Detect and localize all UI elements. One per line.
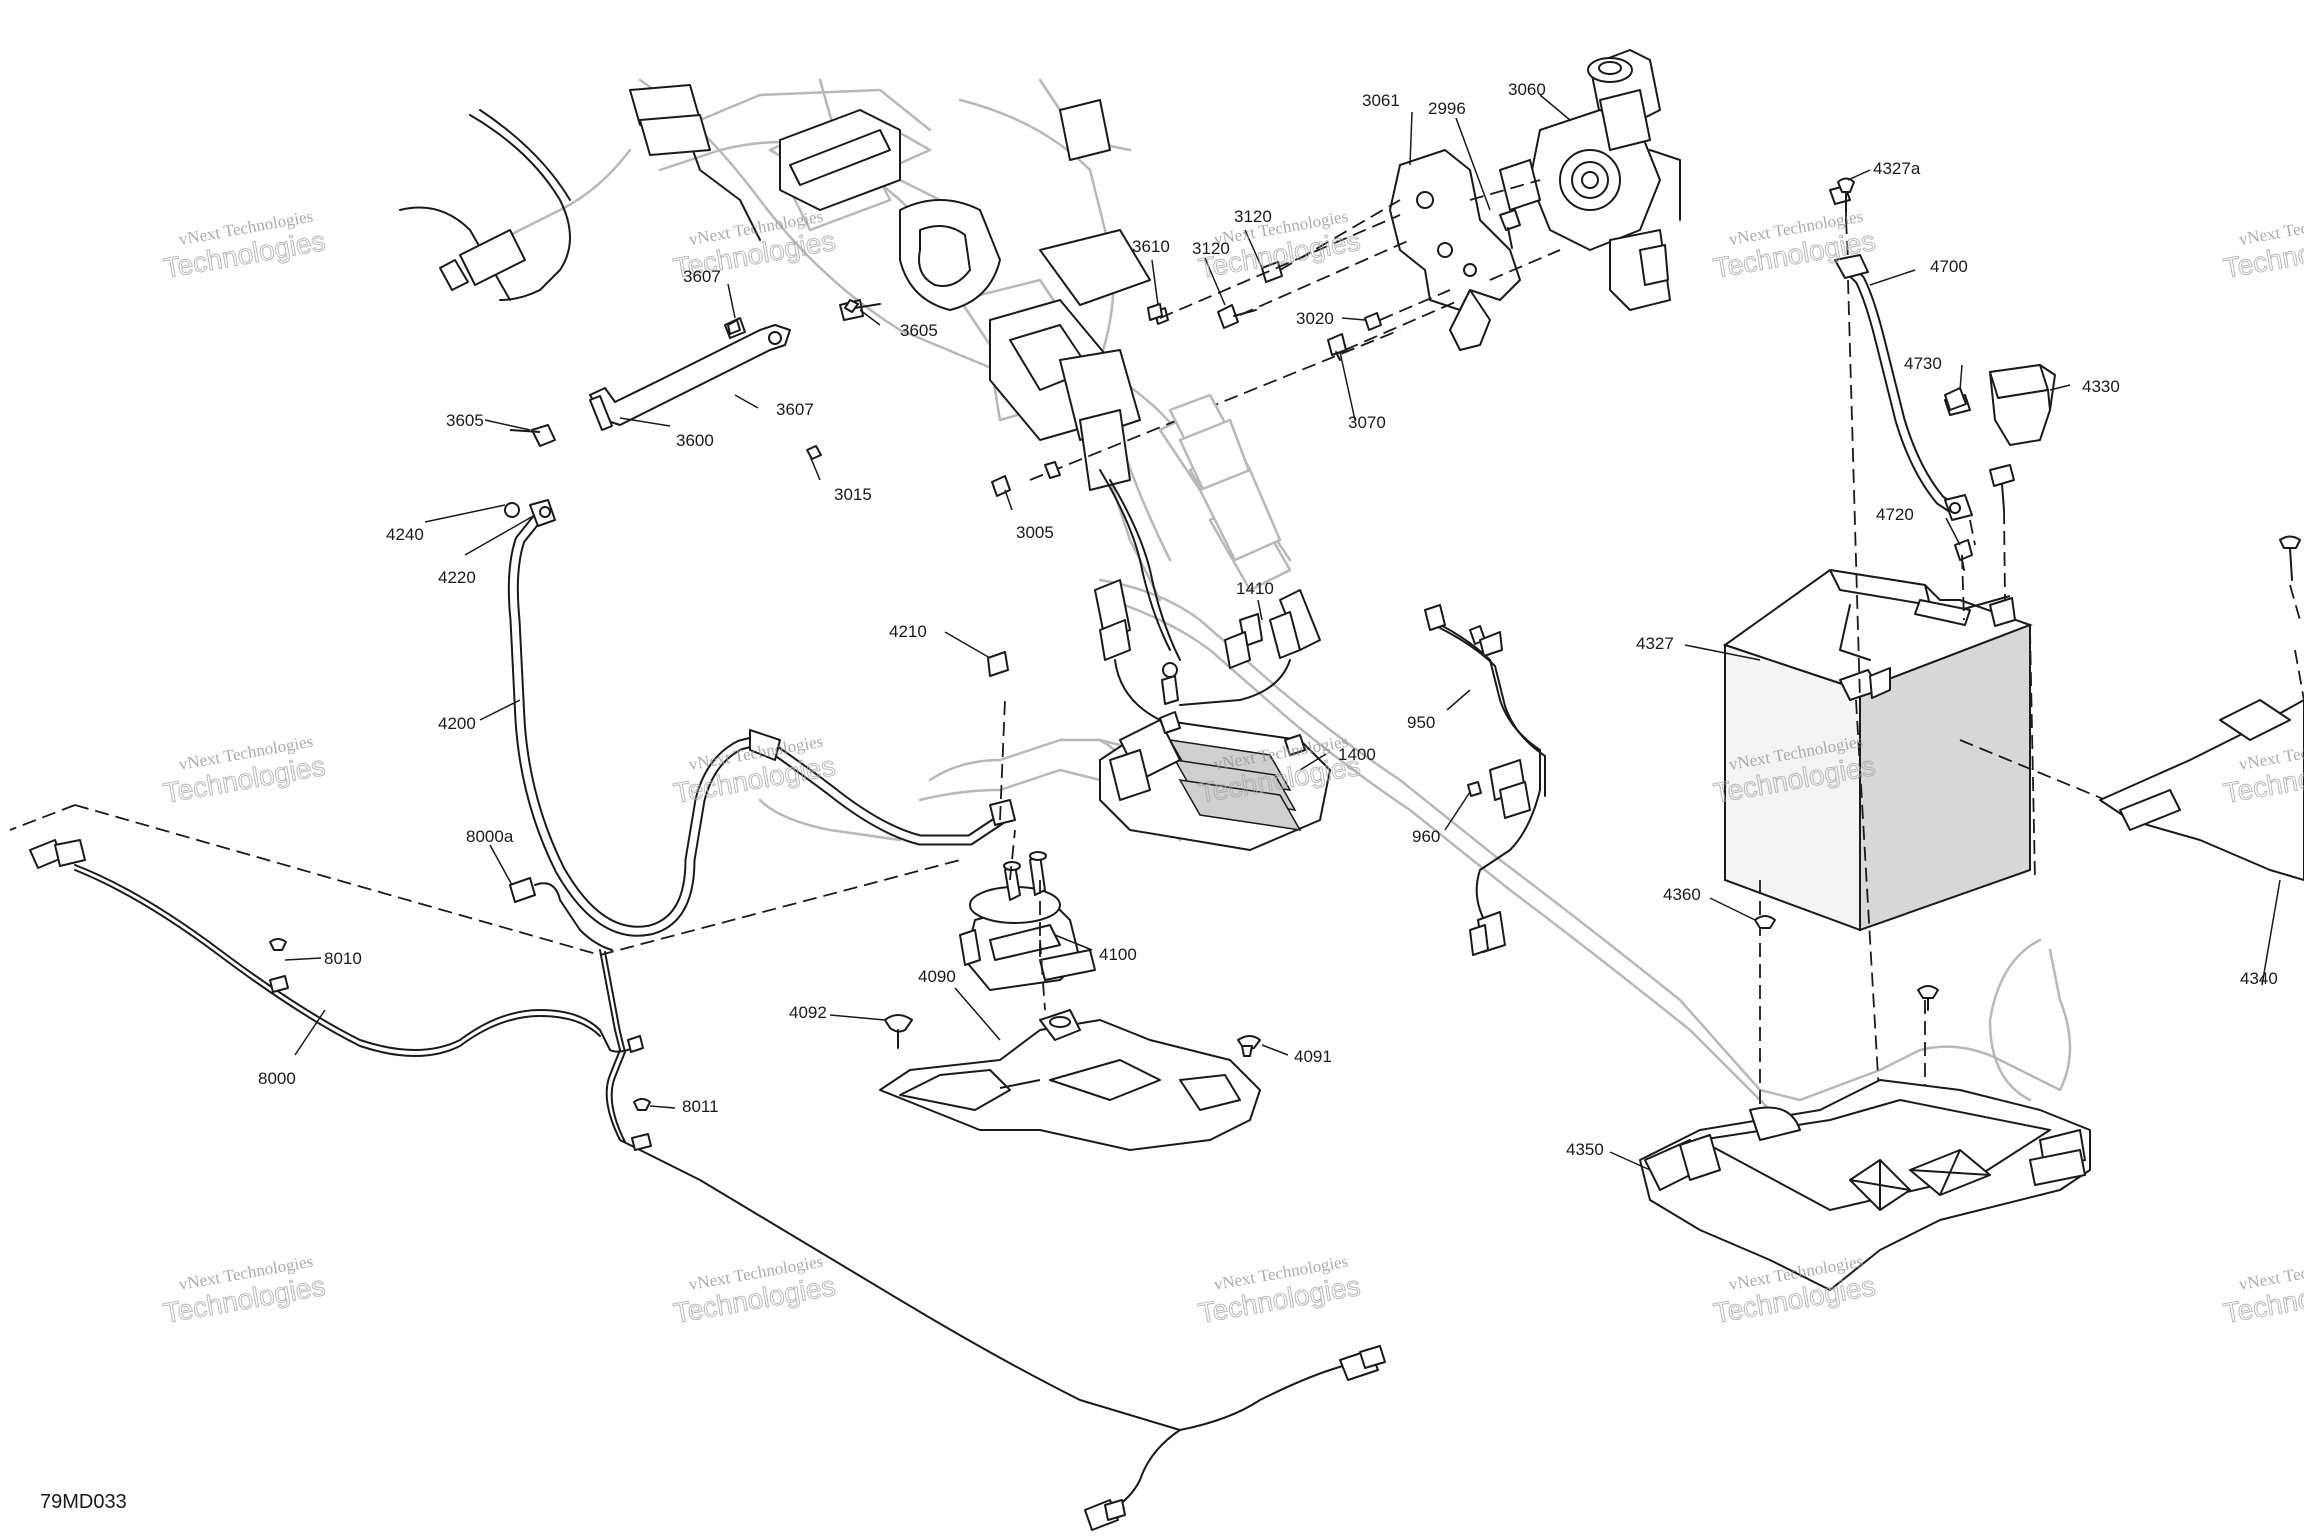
watermark: vNext Technologies Technologies bbox=[2221, 1252, 2304, 1330]
watermark: vNext Technologies Technologies bbox=[1196, 732, 1363, 810]
positive-cable-4200 bbox=[504, 499, 1016, 937]
callout-4210: 4210 bbox=[889, 622, 927, 641]
callout-3061: 3061 bbox=[1362, 91, 1400, 110]
solenoid-4100 bbox=[959, 851, 1096, 991]
callout-4350: 4350 bbox=[1566, 1140, 1604, 1159]
callout-8011: 8011 bbox=[682, 1097, 719, 1116]
callout-3610: 3610 bbox=[1132, 237, 1170, 256]
watermark: vNext Technologies Technologies bbox=[161, 207, 328, 285]
callout-4092: 4092 bbox=[789, 1003, 827, 1022]
battery-4327 bbox=[1722, 568, 2131, 1111]
callout-4090: 4090 bbox=[918, 967, 956, 986]
watermark: vNext Technologies Technologies bbox=[1196, 1252, 1363, 1330]
watermark: vNext Technologies Technologies bbox=[161, 1252, 328, 1330]
watermark: vNext Technologies Technologies bbox=[671, 732, 838, 810]
callout-4327a: 4327a bbox=[1873, 159, 1921, 178]
callout-4340: 4340 bbox=[2240, 969, 2278, 988]
battery-cable-4700 bbox=[1759, 177, 2036, 1185]
callout-4091: 4091 bbox=[1294, 1047, 1332, 1066]
callout-4730: 4730 bbox=[1904, 354, 1942, 373]
ground-strap-3600 bbox=[509, 299, 1163, 497]
callout-8000a: 8000a bbox=[466, 827, 514, 846]
harness-8000 bbox=[9, 804, 1386, 1531]
callout-3020: 3020 bbox=[1296, 309, 1334, 328]
callout-950: 950 bbox=[1407, 713, 1435, 732]
watermark: vNext Technologies Technologies bbox=[671, 1252, 838, 1330]
steering-assembly bbox=[1029, 49, 1681, 481]
callout-3607: 3607 bbox=[776, 400, 814, 419]
watermark: vNext Technologies Technologies bbox=[2221, 207, 2304, 285]
callout-3120: 3120 bbox=[1234, 207, 1272, 226]
callout-3015: 3015 bbox=[834, 485, 872, 504]
callout-4200: 4200 bbox=[438, 714, 476, 733]
terminal-cap-4330 bbox=[1989, 364, 2056, 446]
callout-3070: 3070 bbox=[1348, 413, 1386, 432]
diagram-code: 79MD033 bbox=[40, 1491, 127, 1513]
callout-3060: 3060 bbox=[1508, 80, 1546, 99]
leader-lines bbox=[284, 94, 2281, 1171]
callout-1410: 1410 bbox=[1236, 579, 1274, 598]
callout-3605: 3605 bbox=[446, 411, 484, 430]
callout-3120: 3120 bbox=[1192, 239, 1230, 258]
callout-4330: 4330 bbox=[2082, 377, 2120, 396]
callout-960: 960 bbox=[1412, 827, 1440, 846]
callout-4360: 4360 bbox=[1663, 885, 1701, 904]
callout-8010: 8010 bbox=[324, 949, 362, 968]
bracket-4340 bbox=[2099, 535, 2304, 881]
callout-4240: 4240 bbox=[386, 525, 424, 544]
battery-tray-4350 bbox=[1639, 915, 2091, 1291]
callout-3005: 3005 bbox=[1016, 523, 1054, 542]
callout-4100: 4100 bbox=[1099, 945, 1137, 964]
callout-3600: 3600 bbox=[676, 431, 714, 450]
callout-4700: 4700 bbox=[1930, 257, 1968, 276]
callout-1400: 1400 bbox=[1338, 745, 1376, 764]
harness-950 bbox=[1424, 604, 1546, 956]
watermark: vNext Technologies Technologies bbox=[161, 732, 328, 810]
callout-4327: 4327 bbox=[1636, 634, 1674, 653]
callout-4220: 4220 bbox=[438, 568, 476, 587]
callout-3605: 3605 bbox=[900, 321, 938, 340]
callout-2996: 2996 bbox=[1428, 99, 1466, 118]
regulator-1400 bbox=[1094, 579, 1331, 851]
fuse-block bbox=[1168, 393, 1282, 562]
callout-labels: 3061 2996 3060 4327a 3120 3120 3610 3607… bbox=[258, 80, 2278, 1159]
bracket-4090 bbox=[879, 651, 1261, 1151]
upper-harness bbox=[399, 84, 1181, 661]
callout-8000: 8000 bbox=[258, 1069, 296, 1088]
callout-3607: 3607 bbox=[683, 267, 721, 286]
callout-4720: 4720 bbox=[1876, 505, 1914, 524]
